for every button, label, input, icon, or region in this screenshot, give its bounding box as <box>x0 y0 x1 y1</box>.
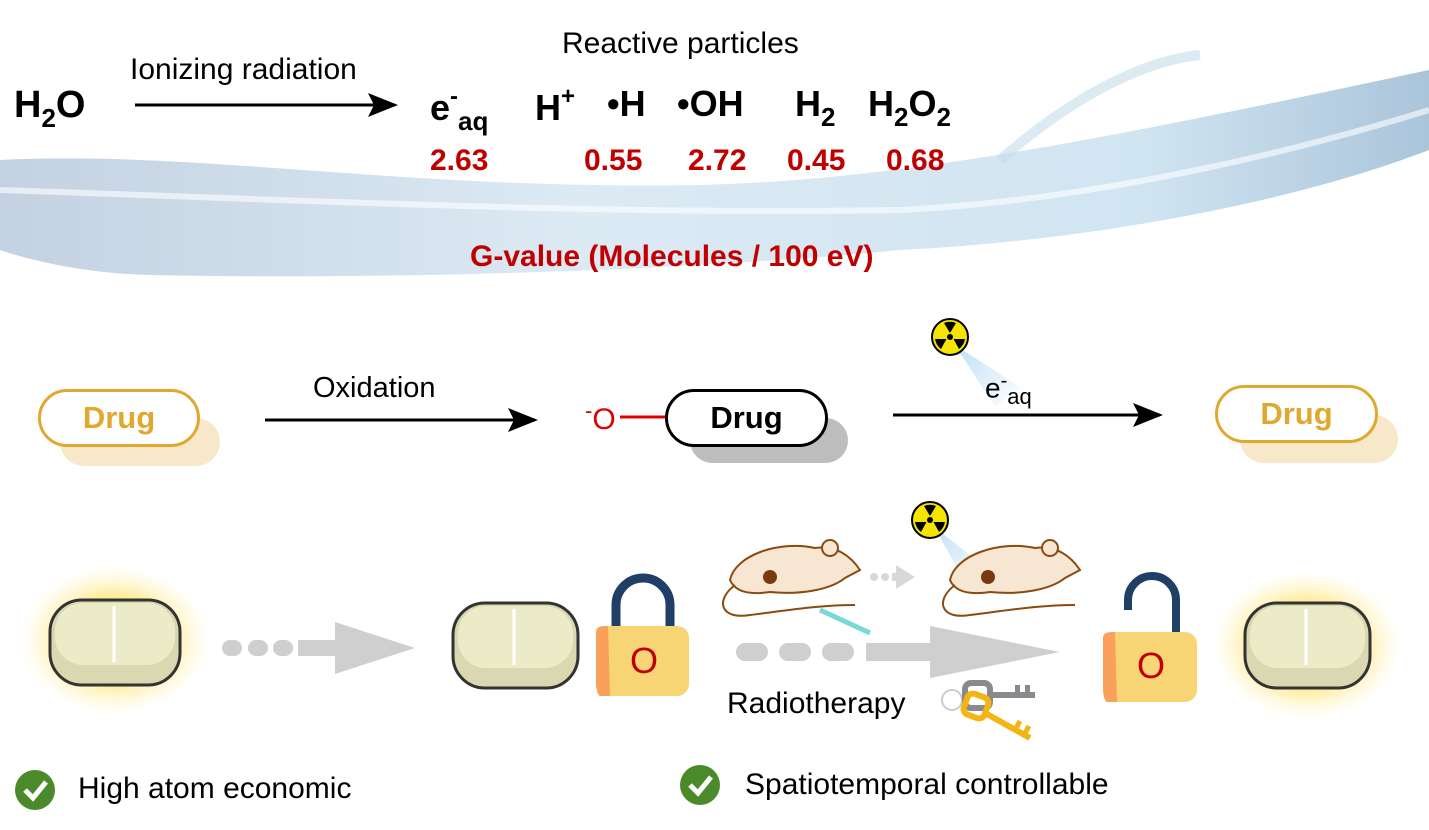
species-h-radical: •H <box>607 83 646 124</box>
syringe-icon <box>818 607 872 636</box>
feature-spatiotemporal: Spatiotemporal controllable <box>745 768 1109 801</box>
mouse-icon <box>722 539 862 617</box>
water-formula: H2O <box>14 84 86 133</box>
reduction-label: e-aq <box>985 370 1032 409</box>
feature-atom-economy: High atom economic <box>78 772 352 805</box>
mouse-icon <box>942 539 1082 617</box>
lock-icon-open <box>1103 572 1197 702</box>
species-proton: H+ <box>535 83 576 128</box>
ionizing-radiation-label: Ionizing radiation <box>130 53 357 86</box>
water-wave <box>0 70 1429 277</box>
drug-label: Drug <box>1260 396 1333 431</box>
species-hydroxyl-radical: •OH <box>677 83 744 124</box>
check-icon <box>15 770 55 810</box>
radiotherapy-label: Radiotherapy <box>727 687 906 720</box>
dotted-arrow <box>222 622 415 674</box>
tablet-icon <box>1243 601 1372 690</box>
check-icon <box>680 765 720 805</box>
dotted-arrow <box>736 626 1060 678</box>
species-hydrogen-peroxide: H2O2 <box>868 83 951 132</box>
drug-label: Drug <box>82 400 156 435</box>
g-value: 0.45 <box>787 144 846 177</box>
oxide-atom: -O <box>585 398 616 436</box>
oxidation-label: Oxidation <box>313 372 436 404</box>
key-icon <box>941 680 1035 741</box>
g-value: 0.68 <box>886 144 945 177</box>
g-value: 2.72 <box>688 144 747 177</box>
drug-label: Drug <box>710 400 783 435</box>
g-value: 0.55 <box>584 144 643 177</box>
species-hydrogen: H2 <box>795 83 836 132</box>
radiation-icon <box>931 318 1020 407</box>
small-dotted-arrow <box>870 565 915 589</box>
lock-icon-closed <box>596 573 689 696</box>
species-electron: e-aq <box>430 83 489 136</box>
g-value-caption: G-value (Molecules / 100 eV) <box>470 240 874 273</box>
lock-letter: O <box>630 640 659 681</box>
g-value: 2.63 <box>430 144 489 177</box>
tablet-icon <box>451 601 580 690</box>
reactive-particles-heading: Reactive particles <box>562 27 799 60</box>
drug-pill: Drug <box>38 389 200 447</box>
tablet-icon <box>48 598 182 687</box>
released-drug-pill: Drug <box>1215 385 1378 443</box>
lock-letter: O <box>1137 645 1166 686</box>
oxidized-drug-pill: Drug <box>665 389 828 447</box>
